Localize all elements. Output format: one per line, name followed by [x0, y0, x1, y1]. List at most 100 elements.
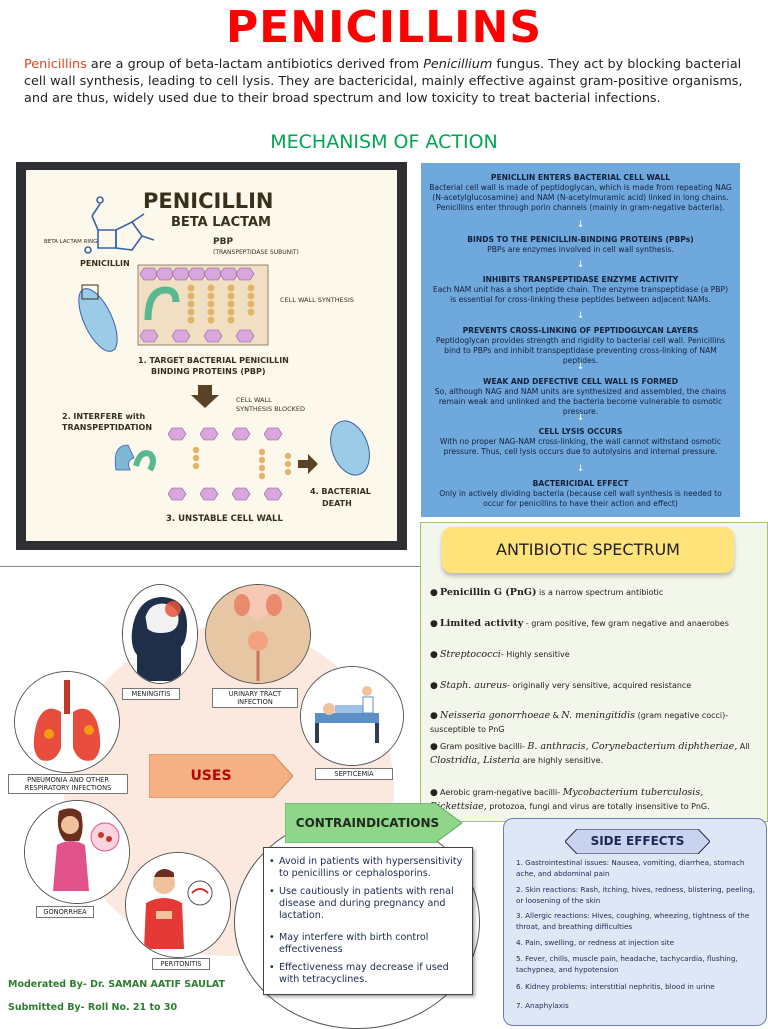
mechanism-step-2: BINDS TO THE PENICILLIN-BINDING PROTEINS…: [429, 235, 732, 255]
blocked-pbp-icon: [114, 444, 135, 471]
penicillin-label: PENICILLIN: [80, 259, 130, 268]
step-1b-label: BINDING PROTEINS (PBP): [151, 367, 266, 376]
step-3-label: 3. UNSTABLE CELL WALL: [166, 514, 283, 524]
right-arrow-icon: [298, 454, 318, 474]
moa-illustration: PENICILLIN BETA LACTAM BETA LACTAM RING …: [26, 170, 397, 541]
lysed-bacterium-icon: [330, 420, 370, 476]
side-effects-heading: SIDE EFFECTS: [590, 834, 685, 848]
down-arrow-icon: ↓: [576, 464, 585, 474]
side-effects-tab-shape: [565, 829, 710, 854]
side-effect-item: 1. Gastrointestinal issues: Nausea, vomi…: [516, 858, 745, 878]
spectrum-item-rest: (gram negative cocci)- susceptible to Pn…: [430, 711, 729, 734]
spectrum-item-rest: protozoa, fungi and virus are totally in…: [486, 802, 710, 811]
mechanism-step-heading: WEAK AND DEFECTIVE CELL WALL IS FORMED: [482, 377, 679, 386]
blocked-label-2: SYNTHESIS BLOCKED: [236, 405, 305, 413]
urinary-tract-icon: [205, 584, 311, 684]
diagram-title: PENICILLIN: [143, 189, 274, 213]
mechanism-step-body: Peptidoglycan provides strength and rigi…: [435, 336, 726, 365]
spectrum-item-mid: &: [550, 711, 562, 720]
spectrum-item: ●Staph. aureus- originally very sensitiv…: [430, 680, 692, 691]
mechanism-step-heading: BACTERICIDAL EFFECT: [532, 479, 629, 488]
side-effect-item: 2. Skin reactions: Rash, itching, hives,…: [516, 885, 755, 905]
use-label-meningitis: MENINGITIS: [122, 688, 180, 700]
mechanism-step-heading: BINDS TO THE PENICILLIN-BINDING PROTEINS…: [467, 235, 694, 244]
down-arrow-icon: ↓: [576, 362, 585, 372]
step-2b-label: TRANSPEPTIDATION: [62, 423, 152, 432]
diagram-subtitle: BETA LACTAM: [171, 215, 271, 230]
intro-text-1: are a group of beta-lactam antibiotics d…: [86, 57, 424, 72]
mechanism-step-heading: INHIBITS TRANSPEPTIDASE ENZYME ACTIVITY: [482, 275, 679, 284]
pbp-label: PBP: [213, 237, 233, 247]
side-effect-item: 7. Anaphylaxis: [516, 1001, 569, 1010]
step-2-label: 2. INTERFERE with: [62, 412, 145, 421]
down-arrow-icon: [191, 385, 219, 408]
side-effect-item: 3. Allergic reactions: Hives, coughing, …: [516, 911, 750, 931]
spectrum-heading: ANTIBIOTIC SPECTRUM: [442, 527, 734, 573]
spectrum-item: ●Penicillin G (PnG) is a narrow spectrum…: [430, 587, 664, 598]
mechanism-step-heading: PENICLLIN ENTERS BACTERIAL CELL WALL: [490, 173, 671, 182]
spectrum-item: ●Neisseria gonorrhoeae & N. meningitidis…: [430, 710, 729, 734]
mechanism-step-heading: PREVENTS CROSS-LINKING OF PEPTIDOGLYCAN …: [462, 326, 699, 335]
use-label-gonorrhea: GONORRHEA: [36, 906, 94, 918]
step-1-label: 1. TARGET BACTERIAL PENICILLIN: [138, 356, 289, 365]
spectrum-item: ●Aerobic gram-negative bacilli- Mycobact…: [430, 787, 710, 812]
peritonitis-icon: [125, 852, 231, 958]
mechanism-step-body: With no proper NAG-NAM cross-linking, th…: [439, 437, 722, 456]
spectrum-item-em-2: Clostridia, Listeria: [430, 755, 521, 766]
contraindication-text: Use cautiously in patients with renal di…: [279, 886, 454, 921]
spectrum-item-rest: - originally very sensitive, acquired re…: [507, 681, 692, 690]
side-effect-item: 6. Kidney problems: interstitial nephrit…: [516, 982, 715, 991]
intro-italic: Penicillium: [423, 57, 493, 72]
spectrum-item-em: B. anthracis, Corynebacterium diphtheria…: [527, 741, 738, 752]
lungs-icon: [14, 671, 120, 773]
step-4-label: 4. BACTERIAL: [310, 487, 371, 496]
intro-text-2: fungus. They act by blocking bacterial c…: [24, 57, 743, 106]
down-arrow-icon: ↓: [576, 260, 585, 270]
peptide-links: [187, 284, 255, 324]
contraindications-heading: CONTRAINDICATIONS: [295, 816, 440, 830]
unstable-wall-chain: [167, 427, 283, 501]
intro-paragraph: Penicillins are a group of beta-lactam a…: [24, 56, 749, 107]
wall-label: CELL WALL SYNTHESIS: [280, 296, 354, 304]
contraindication-item: Avoid in patients with hypersensitivity …: [269, 856, 466, 880]
side-effect-item: 4. Pain, swelling, or redness at injecti…: [516, 938, 675, 947]
beta-lactam-molecule-icon: [84, 196, 155, 254]
spectrum-item: ●Gram positive bacilli- B. anthracis, Co…: [430, 741, 750, 766]
use-label-septicemia: SEPTICEMIA: [315, 768, 393, 780]
moa-heading: MECHANISM OF ACTION: [270, 131, 498, 153]
use-label-peritonitis: PERITONITIS: [152, 958, 210, 970]
spectrum-item-em: Neisseria gonorrhoeae: [440, 710, 551, 721]
spectrum-item-em-2: N. meningitidis: [561, 710, 636, 721]
nag-nam-chain: [139, 267, 255, 343]
intro-lead: Penicillins: [24, 57, 87, 72]
mechanism-step-body: So, although NAG and NAM units are synth…: [434, 387, 727, 416]
spectrum-item-rest: is a narrow spectrum antibiotic: [536, 588, 664, 597]
spectrum-item-strong: Penicillin G (PnG): [440, 587, 537, 598]
bacterium-icon: [78, 288, 118, 352]
uses-label: USES: [190, 768, 232, 784]
mechanism-step-body: PBPs are enzymes involved in cell wall s…: [487, 245, 674, 254]
mechanism-step-4: PREVENTS CROSS-LINKING OF PEPTIDOGLYCAN …: [429, 326, 732, 366]
gonorrhea-icon: [24, 800, 130, 904]
spectrum-item-pre: Aerobic gram-negative bacilli-: [440, 788, 563, 797]
brain-icon: [122, 584, 198, 684]
spectrum-item-em: Mycobacterium tuberculosis, Rickettsiae,: [430, 787, 704, 812]
moderated-by: Moderated By- Dr. SAMAN AATIF SAULAT: [8, 979, 226, 990]
down-arrow-icon: ↓: [576, 311, 585, 321]
zoom-box: [81, 284, 99, 300]
submitted-by: Submitted By- Roll No. 21 to 30: [8, 1002, 178, 1013]
side-effect-item: 5. Fever, chills, muscle pain, headache,…: [516, 954, 738, 974]
use-label-pneumonia: PNEUMONIA AND OTHER RESPIRATORY INFECTIO…: [8, 774, 128, 794]
spectrum-item: ●Limited activity - gram positive, few g…: [430, 618, 729, 629]
contraindication-text: Avoid in patients with hypersensitivity …: [279, 856, 463, 879]
spectrum-item: ●Streptococci- Highly sensitive: [430, 649, 570, 660]
bound-penicillin-icon: [133, 450, 156, 472]
spectrum-item-em: Staph. aureus: [440, 680, 508, 691]
step-4b-label: DEATH: [322, 499, 352, 508]
loose-peptides: [192, 446, 292, 480]
